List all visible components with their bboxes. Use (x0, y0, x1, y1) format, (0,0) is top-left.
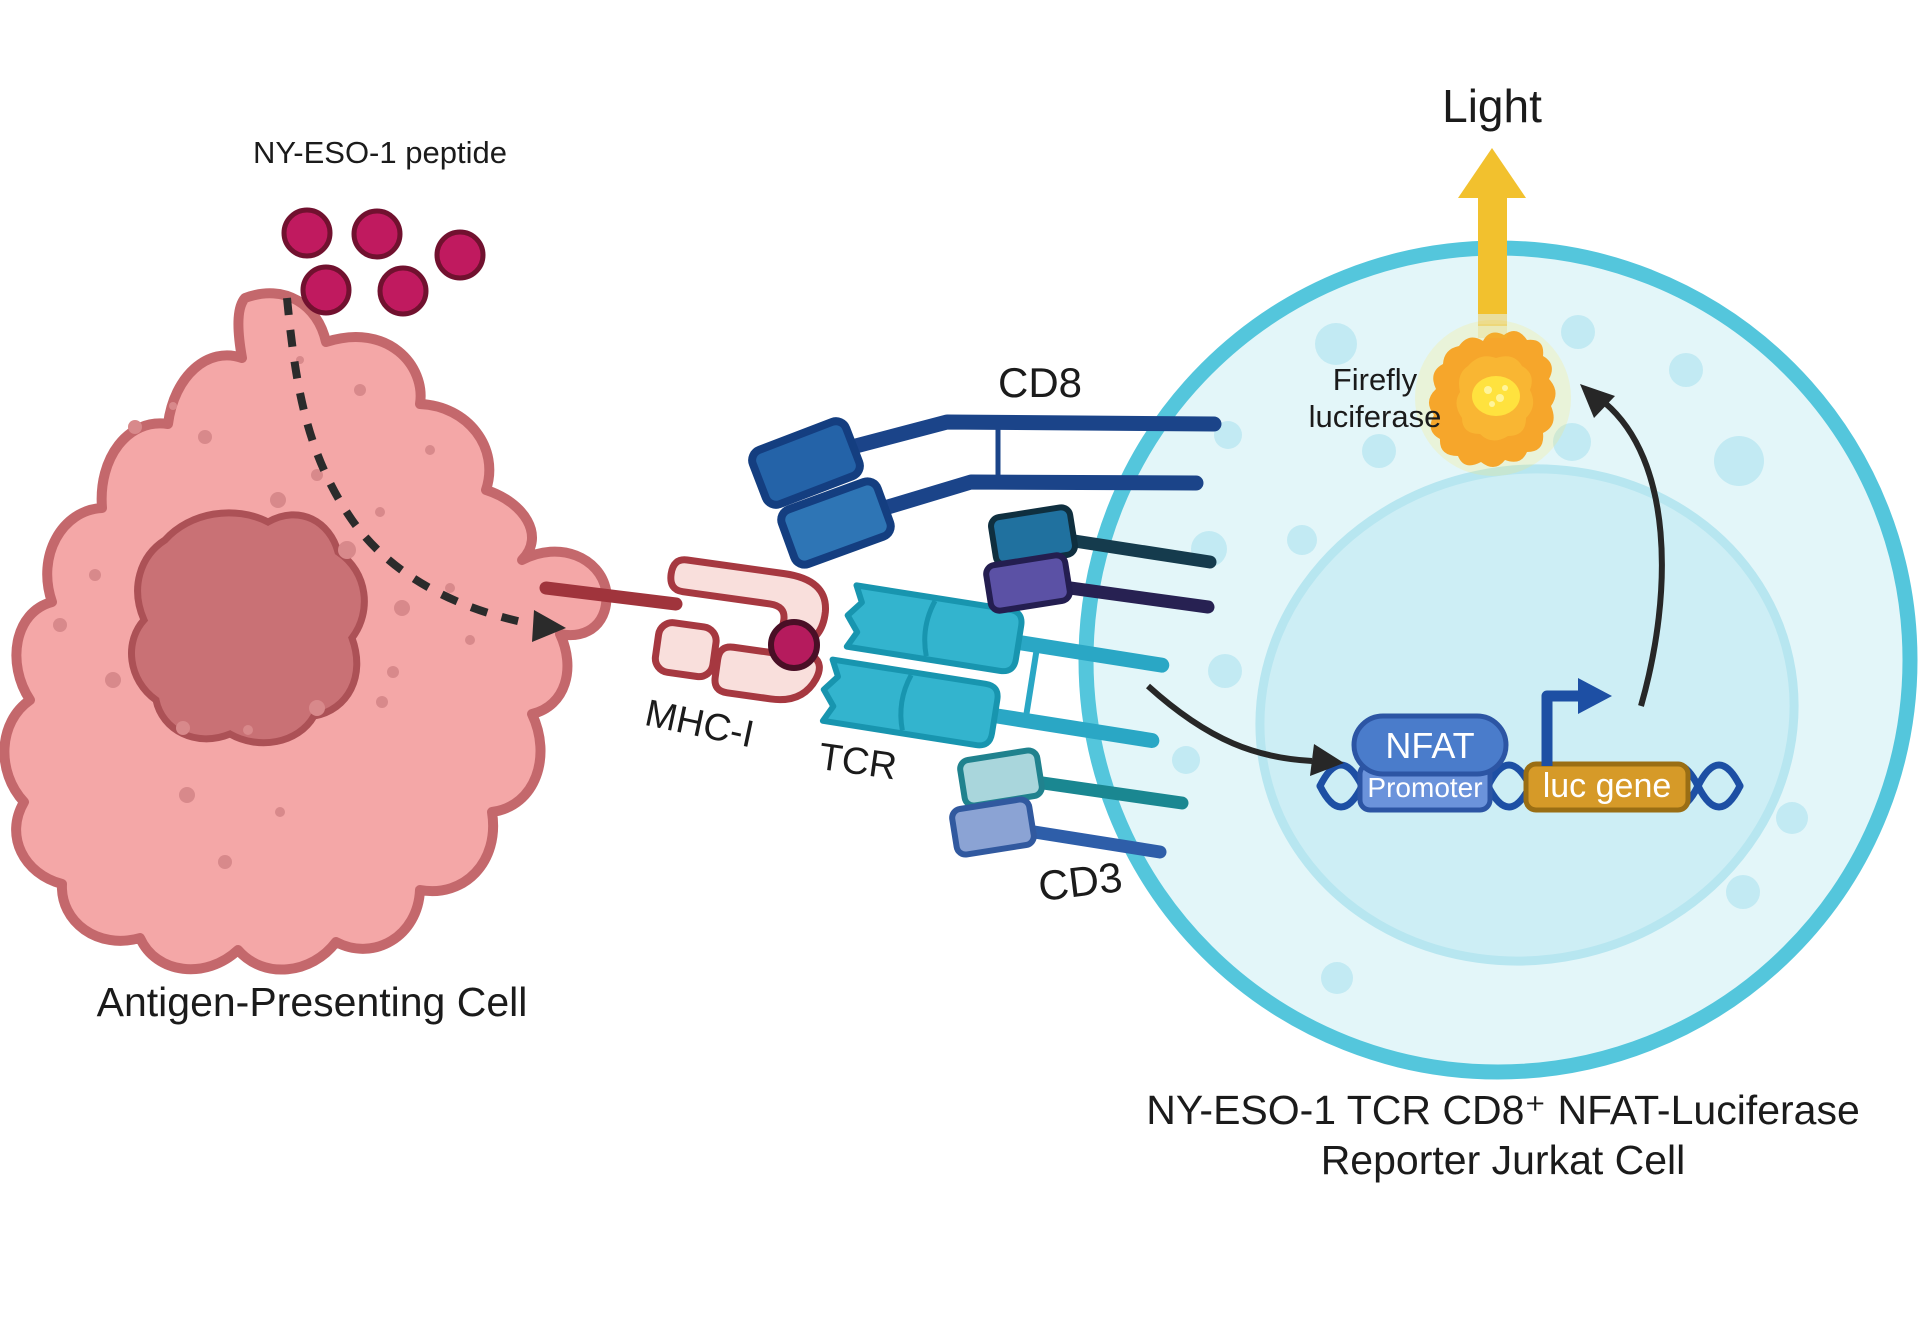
cd3-delta-stem (1056, 580, 1215, 614)
cd3-epsilon-stem (1061, 533, 1217, 569)
mhc-stem (539, 581, 683, 611)
tcr-stem-alpha (1011, 634, 1170, 673)
tcr-alpha-chain (843, 582, 1025, 675)
peptide-dots (281, 207, 486, 317)
luc-gene-label: luc gene (1543, 767, 1672, 805)
cd8-beta-head (777, 477, 895, 569)
jurkat-cell (1078, 240, 1918, 1080)
cytoplasm-vesicles (1172, 315, 1808, 994)
tcr-signal-arrow (1145, 683, 1344, 776)
translation-arrow (1580, 384, 1665, 707)
firefly-label-line2: luciferase (1309, 399, 1442, 434)
peptide-uptake-arrow (283, 297, 566, 642)
transcription-start-arrow (1541, 678, 1612, 766)
tcr-complex (819, 582, 1170, 749)
cd8-label: CD8 (998, 359, 1082, 406)
apc-speckles (53, 356, 475, 869)
tcr-label: TCR (816, 736, 899, 788)
apc-nucleus (128, 509, 368, 747)
cd3-zeta-head (949, 796, 1037, 858)
peptide-label: NY-ESO-1 peptide (253, 135, 507, 170)
luc-gene-box (1523, 761, 1691, 813)
cd3-gamma-stem (1029, 775, 1189, 810)
jurkat-label-line2: Reporter Jurkat Cell (1321, 1137, 1686, 1183)
tcr-beta-chain (819, 656, 1001, 749)
apc-label: Antigen-Presenting Cell (97, 979, 528, 1025)
cd3-label: CD3 (1036, 853, 1125, 910)
cd3-delta-head (983, 552, 1073, 614)
promoter-label: Promoter (1367, 772, 1482, 803)
cd8-coreceptor (748, 414, 1222, 569)
nfat-box (1351, 713, 1509, 777)
jurkat-label-line1: NY-ESO-1 TCR CD8⁺ NFAT-Luciferase (1146, 1087, 1860, 1133)
cd8-stem-alpha (844, 414, 1222, 455)
cd3-gamma-head (957, 747, 1045, 809)
cd3-zeta-stem (1021, 824, 1167, 859)
tcr-alpha-seam (922, 599, 938, 657)
cd3-complex (949, 504, 1217, 859)
light-label: Light (1442, 80, 1542, 132)
mhc-label: MHC-I (641, 692, 757, 756)
cd8-alpha-head (748, 417, 864, 509)
tcr-beta-seam (898, 673, 914, 731)
antigen-presenting-cell (0, 288, 612, 975)
peptide-in-groove (768, 619, 820, 671)
cd8-stem-beta (870, 474, 1204, 518)
tcr-chain-connector (1023, 650, 1040, 716)
nfat-label: NFAT (1385, 725, 1474, 766)
tcr-stem-beta (987, 708, 1160, 749)
reporter-construct: NFAT Promoter luc gene (1316, 678, 1744, 813)
light-arrow (1458, 148, 1526, 338)
firefly-luciferase-enzyme (1415, 320, 1571, 476)
firefly-label-line1: Firefly (1333, 362, 1418, 397)
mhc-beta2m (651, 619, 720, 681)
